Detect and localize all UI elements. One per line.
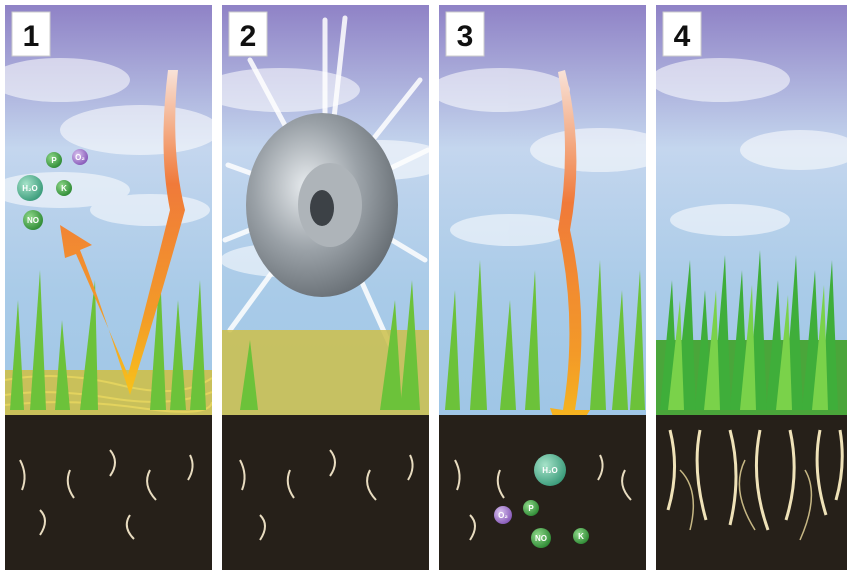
molecule-icon: H₂O [17,175,43,201]
molecule-icon: H₂O [534,454,566,486]
aerator-disc-icon [246,113,398,297]
molecule-icon: P [523,500,539,516]
molecule-icon: K [573,528,589,544]
molecule-icon: P [46,152,62,168]
molecule-icon: O₂ [494,506,512,524]
panel-number: 4 [674,20,691,53]
molecule-icon: NO [531,528,551,548]
molecule-icon: K [56,180,72,196]
panel-1: H₂O P O₂ K NO 1 [0,5,220,570]
panel-number: 2 [240,20,257,53]
molecule-icon: O₂ [72,149,88,165]
mol-p: P [51,156,57,165]
mol-no: NO [27,216,39,225]
panel-number: 3 [457,20,474,53]
mol-h2o: H₂O [542,466,558,475]
mol-k: K [578,532,584,541]
panel-3: H₂O O₂ P NO K 3 [430,5,670,570]
molecule-icon: NO [23,210,43,230]
mol-h2o: H₂O [22,184,38,193]
mol-o2: O₂ [498,511,508,520]
mol-k: K [61,184,67,193]
panel-2: 2 [200,5,450,570]
mol-no: NO [535,534,547,543]
panel-4: 4 [650,5,847,570]
mol-p: P [528,504,534,513]
mol-o2: O₂ [75,153,85,162]
panel-number: 1 [23,20,40,53]
